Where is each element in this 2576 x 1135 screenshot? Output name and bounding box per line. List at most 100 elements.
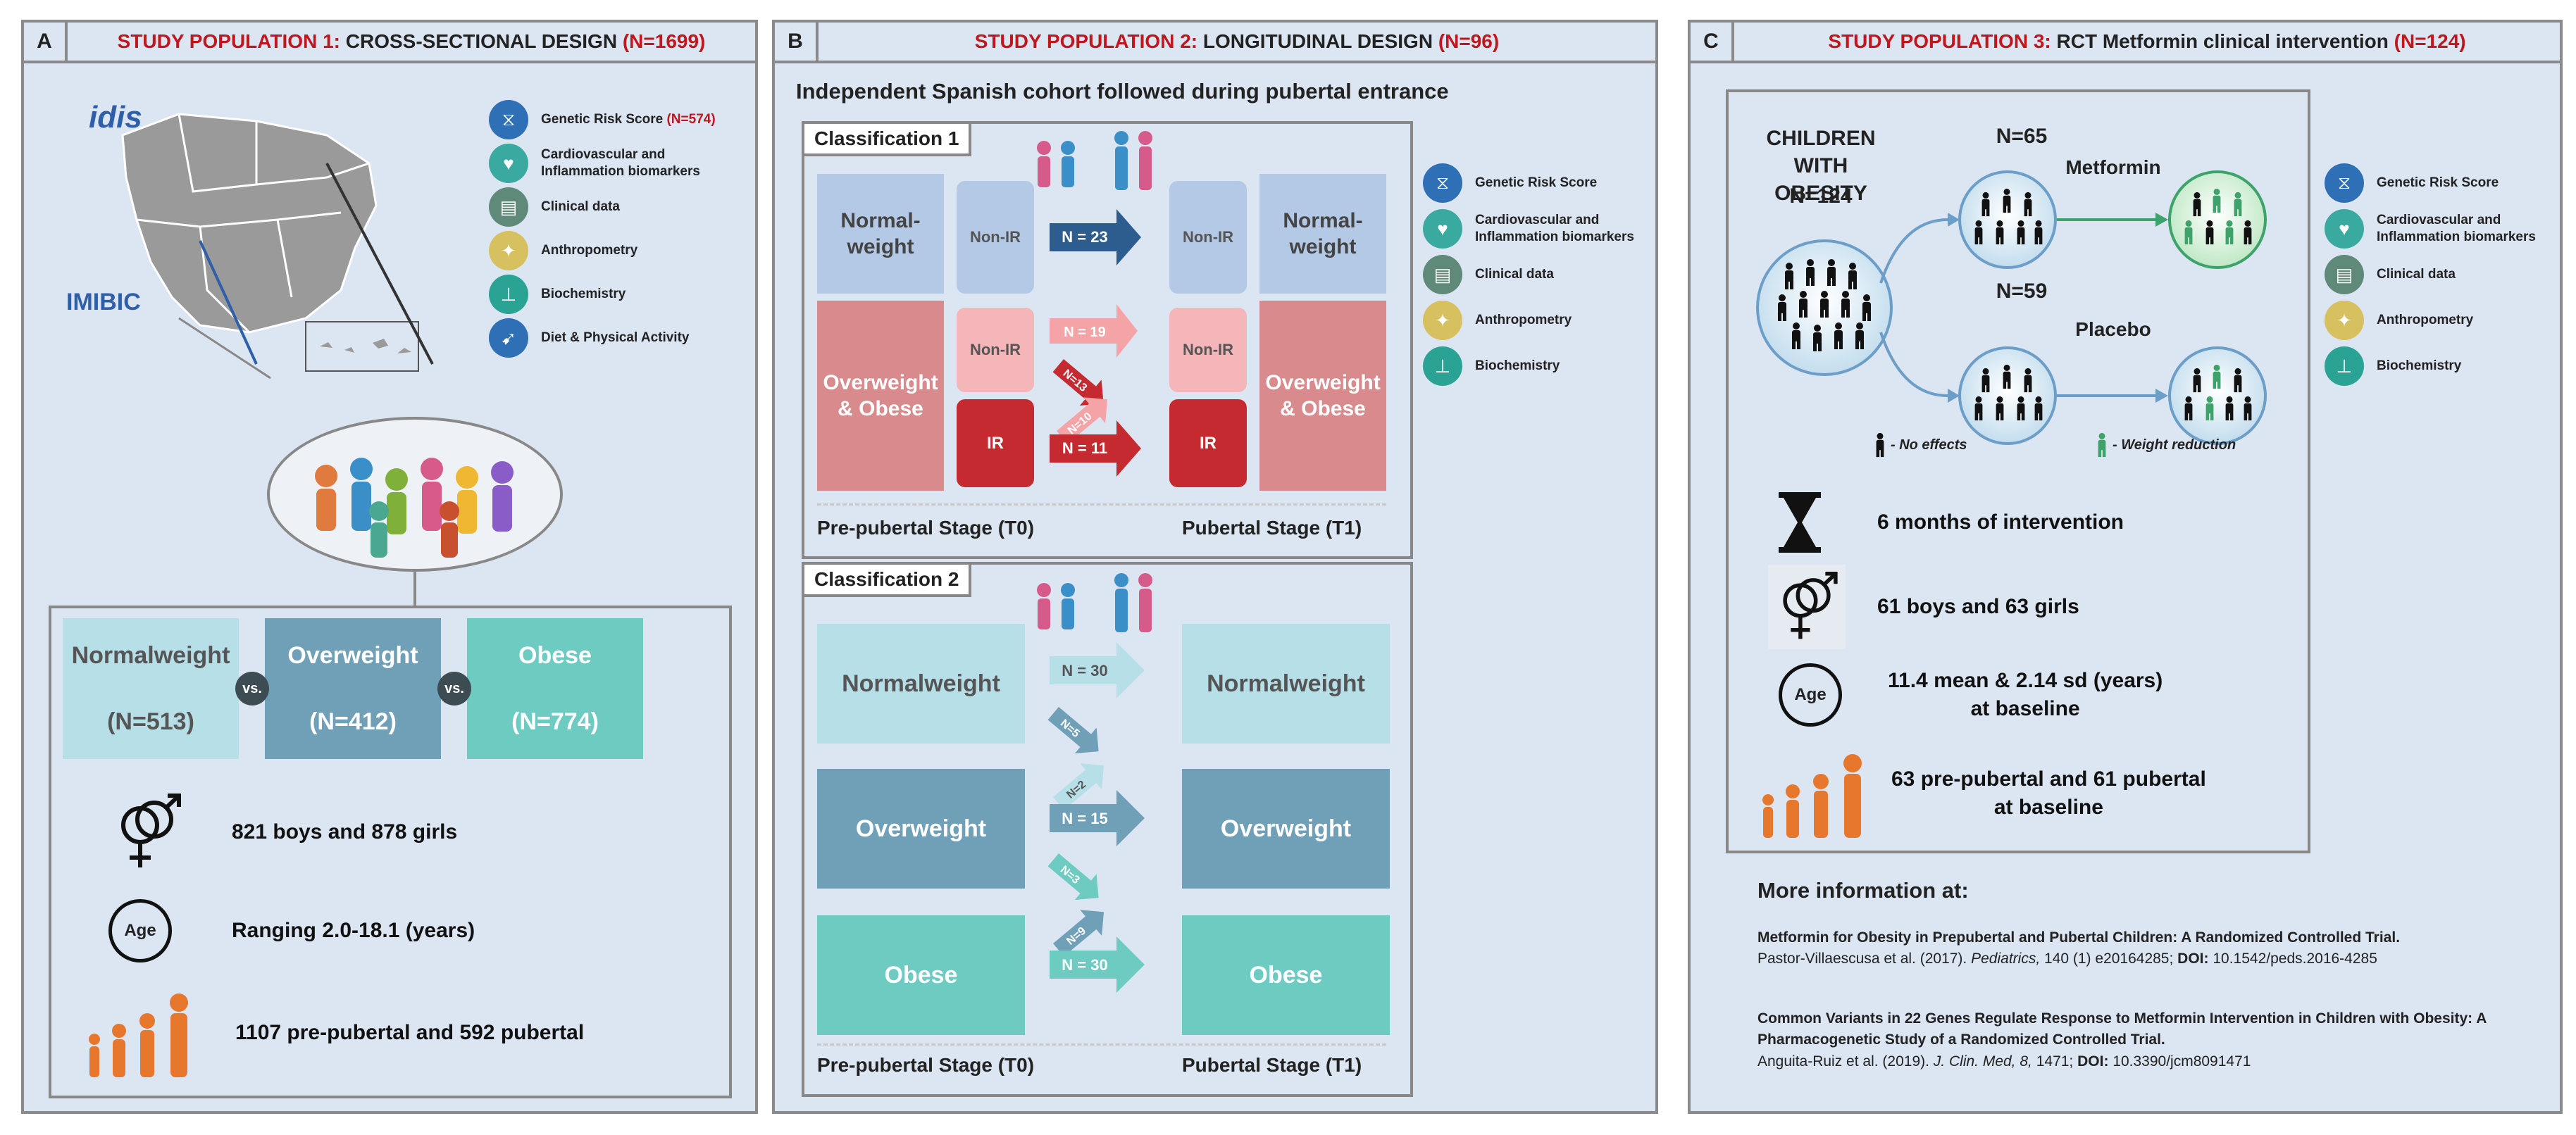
more-info-heading: More information at: — [1757, 878, 1969, 903]
legend-item: ⊥ Biochemistry — [2325, 346, 2461, 386]
dna-icon: ⧖ — [1423, 163, 1462, 203]
legend-item: ♥ Cardiovascular and Inflammation biomar… — [2325, 209, 2560, 249]
svg-text:N = 23: N = 23 — [1062, 228, 1107, 246]
puberty-stat: 1107 pre-pubertal and 592 pubertal — [84, 987, 584, 1079]
class2-transition-arrows: N = 30 N=5 N=2 N = 15 N=3 N=9 N = 30 — [1047, 642, 1145, 993]
placebo-label: Placebo — [2075, 318, 2151, 340]
arrow-normal-to-overweight: N=5 — [1047, 707, 1099, 754]
left-normalweight-box: Normalweight — [817, 624, 1025, 744]
legend-item: ▤ Clinical data — [2325, 255, 2456, 294]
vs-badge: vs. — [235, 672, 269, 706]
stage-left-label: Pre-pubertal Stage (T0) — [817, 1054, 1035, 1076]
gender-symbol-icon — [121, 794, 181, 867]
left-non-ir-box: Non-IR — [957, 181, 1034, 294]
dna-icon: ⧖ — [2325, 163, 2364, 203]
randomization-diagram — [1756, 170, 2267, 445]
legend-item: ✦ Anthropometry — [1423, 301, 1572, 340]
legend-item: ♥ Cardiovascular and Inflammation biomar… — [489, 144, 745, 183]
person-icon — [2098, 432, 2106, 458]
arrow-nonir-to-nonir: N = 19 — [1050, 304, 1138, 358]
children-label: CHILDREN WITH OBESITY — [1766, 127, 1876, 205]
body-icon: ✦ — [1423, 301, 1462, 340]
sex-stat: 61 boys and 63 girls — [1768, 565, 2079, 649]
arrow-ir-to-ir: N = 11 — [1050, 420, 1141, 477]
legend-item: ✦ Anthropometry — [2325, 301, 2473, 340]
growth-silhouettes-icon — [1762, 754, 1862, 838]
legend-item: ✦ Anthropometry — [489, 231, 637, 270]
svg-text:N = 15: N = 15 — [1062, 810, 1107, 827]
placebo-group-circle — [1958, 346, 2057, 445]
left-obese-box: Obese — [817, 915, 1025, 1035]
body-icon: ✦ — [489, 231, 528, 270]
growth-silhouettes-icon — [89, 993, 188, 1077]
right-non-ir-box: Non-IR — [1169, 181, 1247, 294]
spain-map — [121, 113, 434, 380]
right-ir-box: IR — [1169, 399, 1247, 487]
panel-c: C STUDY POPULATION 3: RCT Metformin clin… — [1688, 20, 2563, 1114]
arm-top-n: N=65 — [1996, 125, 2048, 148]
heart-icon: ♥ — [489, 144, 528, 183]
puberty-stat: 63 pre-pubertal and 61 pubertal at basel… — [1757, 748, 2206, 839]
stage-right-label: Pubertal Stage (T1) — [1182, 517, 1362, 539]
dashed-divider — [817, 503, 1386, 506]
classification-2-label: Classification 2 — [802, 562, 972, 597]
right-non-ir-box: Non-IR — [1169, 308, 1247, 392]
panel-c-header: C STUDY POPULATION 3: RCT Metformin clin… — [1691, 23, 2560, 63]
age-icon: Age — [108, 899, 172, 962]
panel-letter: A — [24, 23, 68, 61]
left-overweight-obese-box: Overweight & Obese — [817, 301, 944, 491]
metformin-group-circle — [1958, 170, 2057, 269]
arrow-normal-to-normal: N = 23 — [1050, 209, 1141, 265]
sex-stat: 821 boys and 878 girls — [108, 790, 457, 874]
clipboard-icon: ▤ — [489, 187, 528, 227]
group-obese: Obese (N=774) — [467, 618, 643, 759]
heart-icon: ♥ — [2325, 209, 2364, 249]
svg-text:N = 30: N = 30 — [1062, 956, 1107, 974]
heart-icon: ♥ — [1423, 209, 1462, 249]
right-normal-weight-box: Normal-weight — [1259, 174, 1386, 294]
teens-pair-icon — [1114, 131, 1152, 190]
right-overweight-box: Overweight — [1182, 769, 1390, 889]
key-weight-reduction: - Weight reduction — [2096, 432, 2236, 458]
class1-transition-arrows: N = 23 N = 19 N=13 N=10 N = 11 — [1050, 209, 1141, 477]
panel-letter: B — [775, 23, 819, 61]
right-obese-box: Obese — [1182, 915, 1390, 1035]
age-icon: Age — [1779, 663, 1842, 727]
gender-symbol-icon — [1768, 565, 1846, 649]
idis-logo: idis — [89, 100, 142, 134]
panel-b: B STUDY POPULATION 2: LONGITUDINAL DESIG… — [772, 20, 1658, 1114]
legend-item: ⊥ Biochemistry — [489, 275, 626, 314]
legend-item: ⊥ Biochemistry — [1423, 346, 1560, 386]
arrow-obese-to-obese: N = 30 — [1050, 936, 1145, 993]
doi-link[interactable]: 10.1542/peds.2016-4285 — [2213, 951, 2377, 967]
arm-bottom-n: N=59 — [1996, 280, 2048, 303]
groups-panel — [49, 606, 732, 1098]
svg-text:N = 11: N = 11 — [1062, 439, 1107, 457]
person-icon — [1876, 432, 1884, 458]
reference-2: Common Variants in 22 Genes Regulate Res… — [1757, 1010, 2487, 1070]
arrow-overweight-to-overweight: N = 15 — [1050, 790, 1145, 846]
panel-title: STUDY POPULATION 3: RCT Metformin clinic… — [1828, 30, 2466, 52]
panel-subtitle: Independent Spanish cohort followed duri… — [796, 79, 1449, 104]
legend-item: ▤ Clinical data — [489, 187, 620, 227]
duration-stat: 6 months of intervention — [1775, 491, 2124, 554]
stage-left-label: Pre-pubertal Stage (T0) — [817, 517, 1035, 539]
children-group-ellipse — [267, 417, 563, 572]
children-group-icon — [315, 458, 514, 558]
dashed-divider — [817, 1043, 1386, 1046]
test-tube-icon: ⊥ — [489, 275, 528, 314]
doi-link[interactable]: 10.3390/jcm8091471 — [2113, 1053, 2251, 1070]
arrow-overweight-to-obese: N=3 — [1047, 853, 1099, 901]
test-tube-icon: ⊥ — [1423, 346, 1462, 386]
legend-item: ⧖ Genetic Risk Score — [2325, 163, 2499, 203]
teens-pair-icon — [1114, 573, 1152, 632]
classification-1-label: Classification 1 — [802, 121, 972, 156]
children-n: N=124 — [1789, 184, 1853, 208]
metformin-label: Metformin — [2065, 156, 2161, 178]
imibic-logo: IMIBIC — [66, 289, 141, 315]
key-no-effect: - No effects — [1874, 432, 1967, 458]
hourglass-icon — [1779, 492, 1821, 553]
right-normalweight-box: Normalweight — [1182, 624, 1390, 744]
dna-icon: ⧖ — [489, 100, 528, 139]
runner-icon: ➹ — [489, 318, 528, 358]
